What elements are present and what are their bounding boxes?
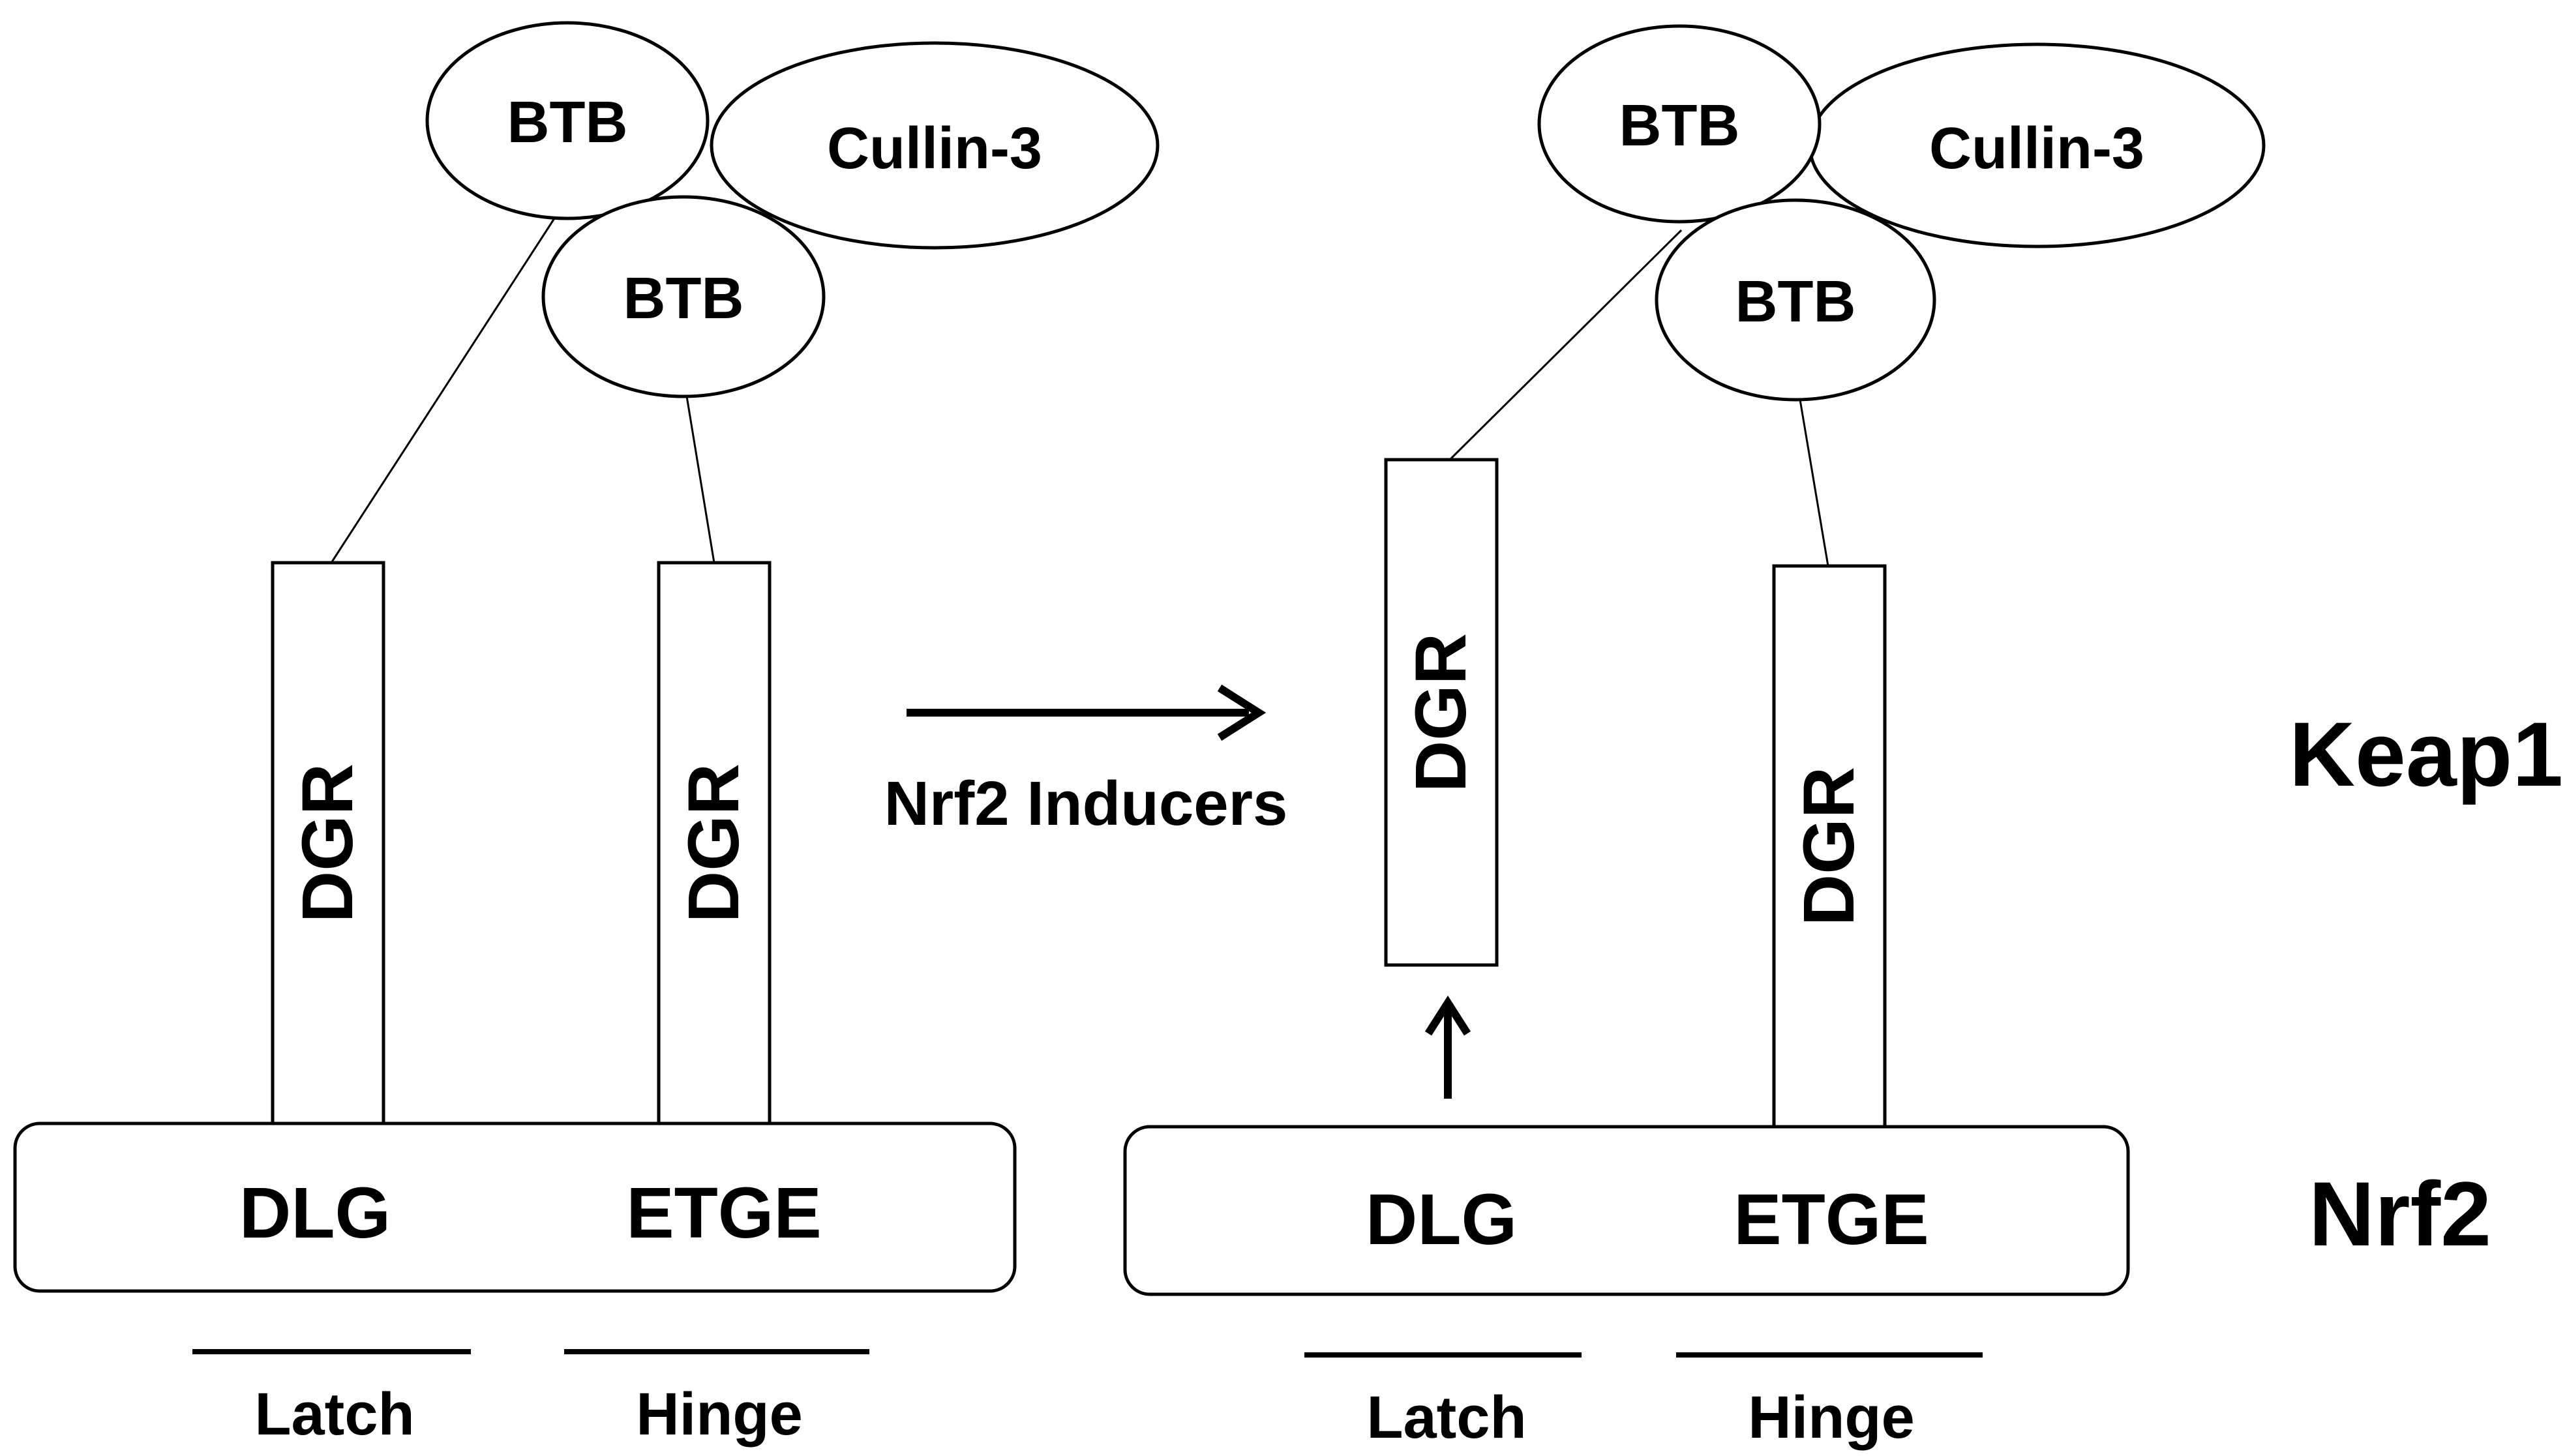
left-dgr-right-label: DGR	[674, 764, 754, 923]
left-btb-lower-label: BTB	[623, 266, 744, 331]
left-dgr-left-label: DGR	[288, 764, 368, 923]
right-dgr-right-bar	[1772, 564, 1887, 1129]
left-btb-top-ellipse	[425, 21, 710, 220]
right-dgr-left-label: DGR	[1401, 633, 1481, 792]
keap1-label: Keap1	[2289, 703, 2563, 805]
right-tether-right	[1799, 399, 1829, 567]
right-cullin3-label: Cullin-3	[1929, 116, 2144, 181]
left-latch-label: Latch	[254, 1381, 414, 1448]
inducer-arrow-head	[1217, 684, 1267, 741]
right-latch-label: Latch	[1366, 1384, 1526, 1451]
left-nrf2-dlg-label: DLG	[239, 1173, 391, 1253]
right-nrf2-dlg-label: DLG	[1366, 1180, 1517, 1260]
inducer-label: Nrf2 Inducers	[884, 769, 1288, 839]
right-btb-top-label: BTB	[1619, 93, 1740, 158]
right-tether-left	[1449, 229, 1683, 461]
right-nrf2-box	[1123, 1125, 2130, 1296]
right-nrf2-etge-label: ETGE	[1734, 1180, 1929, 1260]
right-dgr-left-bar	[1384, 458, 1499, 967]
left-tether-left	[330, 218, 556, 563]
right-btb-top-ellipse	[1537, 24, 1822, 224]
left-hinge-label: Hinge	[636, 1381, 803, 1448]
left-btb-top-label: BTB	[507, 90, 628, 155]
left-cullin3-label: Cullin-3	[827, 116, 1042, 181]
left-cullin3-ellipse	[710, 41, 1160, 250]
left-dgr-left-bar	[271, 561, 385, 1125]
left-tether-right	[685, 396, 715, 563]
left-btb-lower-ellipse	[541, 195, 826, 398]
right-complex: Cullin-3 BTB BTB DGR DGR DLG ETGE Latch …	[1123, 24, 2266, 1451]
left-complex: Cullin-3 BTB BTB DGR DGR DLG ETGE Latch …	[13, 21, 1160, 1448]
transition: Nrf2 Inducers	[884, 684, 1288, 839]
right-btb-lower-label: BTB	[1735, 269, 1856, 334]
right-btb-lower-ellipse	[1655, 198, 1936, 402]
right-hinge-label: Hinge	[1748, 1384, 1915, 1451]
nrf2-label: Nrf2	[2309, 1163, 2491, 1265]
release-arrow-head	[1424, 995, 1471, 1036]
left-nrf2-etge-label: ETGE	[626, 1173, 822, 1253]
right-dgr-right-label: DGR	[1789, 767, 1869, 926]
left-nrf2-box	[13, 1122, 1017, 1293]
